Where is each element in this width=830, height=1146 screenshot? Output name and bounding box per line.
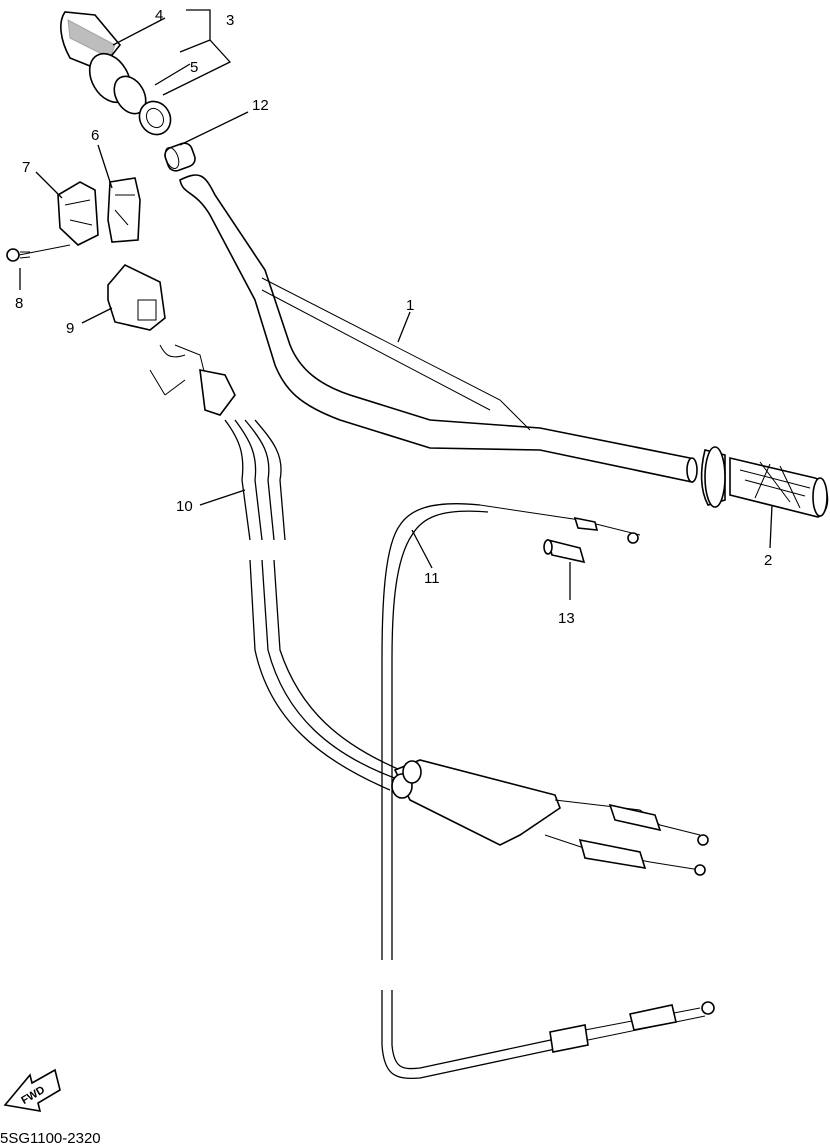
callout-1: 1 <box>406 297 414 314</box>
throttle-grip <box>60 11 147 115</box>
callout-10: 10 <box>176 498 193 515</box>
diagram-code: 5SG1100-2320 <box>0 1130 101 1146</box>
callout-7: 7 <box>22 159 30 176</box>
throttle-housing-upper <box>107 177 141 243</box>
callout-12: 12 <box>252 97 269 114</box>
throttle-housing-lower <box>57 181 99 246</box>
callout-9: 9 <box>66 320 74 337</box>
cable-adjuster <box>543 538 586 564</box>
handlebar <box>179 174 698 484</box>
leader-lines <box>19 9 773 600</box>
callout-5: 5 <box>190 59 198 76</box>
throttle-collar <box>138 100 172 136</box>
callout-13: 13 <box>558 610 575 627</box>
screw <box>6 244 71 262</box>
fwd-arrow-icon: FWD <box>3 1068 61 1112</box>
callout-11: 11 <box>424 570 440 587</box>
callout-4: 4 <box>155 7 163 24</box>
callout-3: 3 <box>226 12 234 29</box>
bar-end-bushing <box>164 142 196 172</box>
callout-6: 6 <box>91 127 99 144</box>
throttle-cables <box>149 344 709 876</box>
callout-2: 2 <box>764 552 772 569</box>
right-grip <box>700 446 829 518</box>
clutch-cable <box>381 503 715 1080</box>
callout-8: 8 <box>15 295 23 312</box>
throttle-cover <box>107 264 166 331</box>
